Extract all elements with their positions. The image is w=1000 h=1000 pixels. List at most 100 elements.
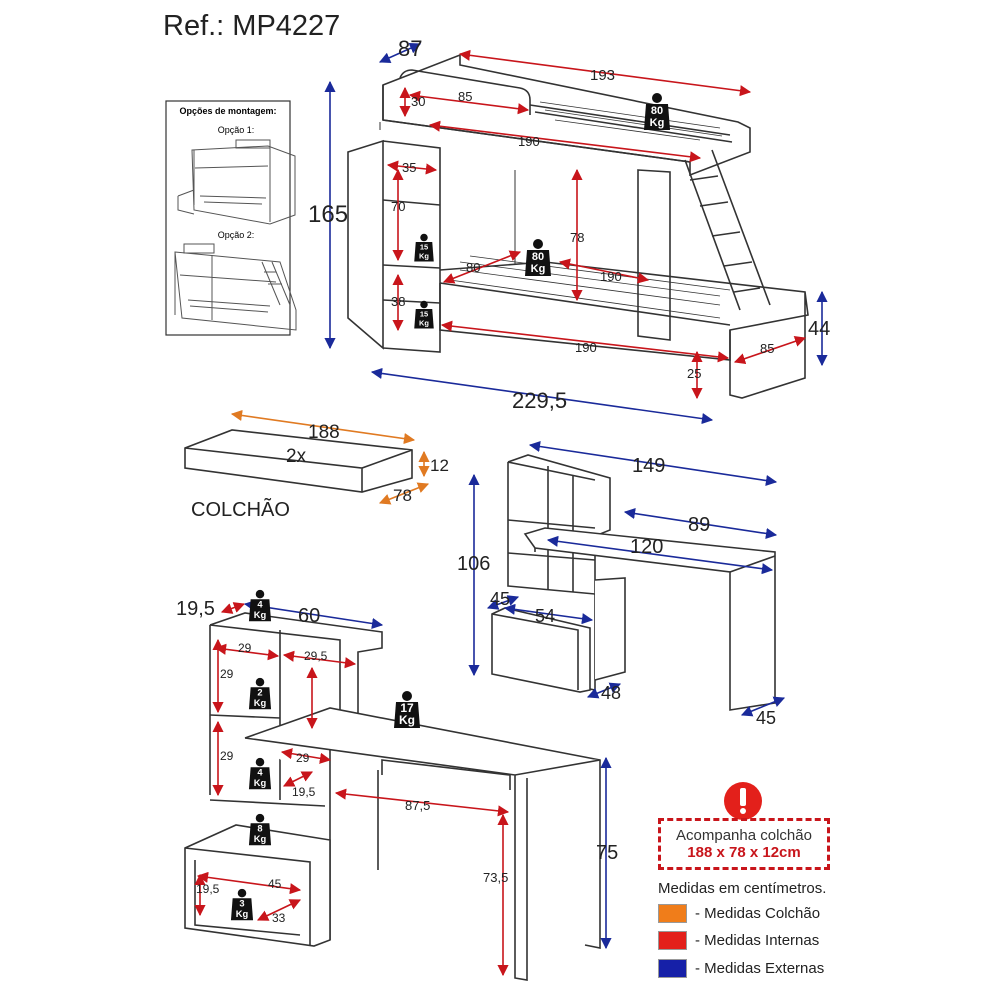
montage-title: Opções de montagem:: [179, 106, 276, 116]
bed-inner-80: 80: [466, 260, 480, 275]
option-1-thumbnail: [177, 139, 296, 225]
bed-inner-190-mid: 190: [600, 269, 622, 284]
legend-item-external: - Medidas Externas: [658, 959, 824, 978]
weight-icon: 17 Kg: [394, 691, 420, 728]
svg-text:80: 80: [532, 251, 544, 263]
bed-inner-78: 78: [570, 230, 584, 245]
desk-small-54: 54: [535, 606, 555, 626]
svg-text:8: 8: [257, 824, 262, 834]
desk-big-19-5: 19,5: [176, 598, 215, 620]
desk-small-106: 106: [457, 553, 490, 575]
desk-big-87-5: 87,5: [405, 798, 430, 813]
desk-small-dimensions: [468, 440, 786, 717]
desk-small-drawing: [491, 454, 776, 711]
weight-icon: 15 Kg: [414, 300, 434, 329]
svg-text:15: 15: [420, 310, 428, 319]
svg-text:Kg: Kg: [650, 117, 665, 129]
desk-small-dimension-labels: 149 89 120 106 45 54 48 45: [457, 455, 776, 728]
desk-small-149: 149: [632, 455, 665, 477]
legend-swatch-blue: [658, 959, 687, 978]
svg-text:4: 4: [257, 768, 263, 778]
svg-text:4: 4: [257, 600, 263, 610]
weight-icon: 80 Kg: [644, 93, 670, 130]
mattress-length: 188: [308, 422, 340, 443]
cubby-29c: 29: [220, 749, 234, 763]
svg-text:Kg: Kg: [399, 713, 415, 727]
bed-depth-87: 87: [398, 36, 422, 61]
bed-dimension-labels: 87 193 30 85 190 165 35 70 38 78 80 190 …: [308, 36, 830, 413]
drawer-45: 45: [268, 877, 282, 891]
shelf-38: 38: [391, 294, 405, 309]
bed-dimensions: [324, 43, 828, 425]
bed-height-25: 25: [687, 366, 701, 381]
warning-icon: [724, 782, 762, 820]
weight-icon: 3 Kg: [230, 888, 254, 921]
svg-text:Kg: Kg: [254, 698, 267, 708]
mattress-included-text: Acompanha colchão: [676, 827, 812, 844]
shelf-70: 70: [391, 199, 405, 214]
cubby-29d: 29: [296, 751, 310, 765]
cubby-19-5b: 19,5: [292, 785, 316, 799]
montage-option-1: Opção 1:: [218, 125, 255, 135]
desk-small-120: 120: [630, 536, 663, 558]
desk-small-89: 89: [688, 514, 710, 536]
mattress-width: 78: [393, 486, 412, 505]
weight-icon: 80 Kg: [525, 239, 551, 276]
legend-label: - Medidas Externas: [695, 960, 825, 977]
mattress-drawing: [184, 429, 413, 493]
mattress-dimensions: [230, 409, 430, 505]
bed-inner-190-top: 190: [518, 134, 540, 149]
cubby-29a: 29: [238, 641, 252, 655]
desk-big-75: 75: [596, 842, 618, 864]
bed-base-190: 190: [575, 340, 597, 355]
bed-height-44: 44: [808, 318, 830, 340]
mattress-quantity: 2x: [286, 446, 307, 467]
desk-small-45a: 45: [490, 589, 510, 609]
legend-swatch-orange: [658, 904, 687, 923]
svg-text:Kg: Kg: [531, 263, 546, 275]
legend-item-internal: - Medidas Internas: [658, 931, 819, 950]
bed-depth-85: 85: [760, 341, 774, 356]
option-2-thumbnail: [174, 243, 297, 331]
shelf-35: 35: [402, 160, 416, 175]
weight-icon: 4 Kg: [248, 589, 272, 622]
mattress-height: 12: [430, 456, 449, 475]
desk-small-45b: 45: [756, 708, 776, 728]
svg-text:80: 80: [651, 105, 663, 117]
bed-rail-30: 30: [411, 94, 425, 109]
desk-big-73-5: 73,5: [483, 870, 508, 885]
legend-item-mattress: - Medidas Colchão: [658, 904, 820, 923]
svg-text:15: 15: [420, 243, 428, 252]
reference-code: Ref.: MP4227: [163, 10, 341, 42]
montage-panel: Opções de montagem: Opção 1: Opção 2:: [165, 100, 297, 336]
weight-icon: 15 Kg: [414, 233, 434, 262]
svg-text:Kg: Kg: [419, 252, 429, 261]
mattress-label: COLCHÃO: [191, 497, 290, 521]
svg-text:Kg: Kg: [419, 319, 429, 328]
drawer-19-5: 19,5: [196, 882, 220, 896]
weight-icon: 2 Kg: [248, 677, 272, 710]
desk-big-dimension-labels: 19,5 60 29 29,5 29 29 29 19,5 87,5 75 73…: [176, 598, 618, 925]
units-note: Medidas em centímetros.: [658, 880, 827, 897]
cubby-29-5: 29,5: [304, 649, 328, 663]
svg-text:Kg: Kg: [254, 834, 267, 844]
bed-total-229-5: 229,5: [512, 388, 567, 413]
montage-option-2: Opção 2:: [218, 230, 255, 240]
bed-length-193: 193: [590, 67, 615, 84]
svg-text:Kg: Kg: [236, 909, 249, 919]
svg-text:Kg: Kg: [254, 610, 267, 620]
bed-height-165: 165: [308, 201, 348, 228]
drawer-33: 33: [272, 911, 286, 925]
weight-icon: 4 Kg: [248, 757, 272, 790]
svg-text:3: 3: [239, 899, 244, 909]
svg-text:2: 2: [257, 688, 262, 698]
desk-big-60: 60: [298, 605, 320, 627]
legend-label: - Medidas Internas: [695, 932, 820, 949]
cubby-29b: 29: [220, 667, 234, 681]
svg-text:Kg: Kg: [254, 778, 267, 788]
weight-icon: 8 Kg: [248, 813, 272, 846]
legend-label: - Medidas Colchão: [695, 905, 821, 922]
svg-text:17: 17: [400, 701, 414, 715]
mattress-included-box: Acompanha colchão 188 x 78 x 12cm: [658, 818, 830, 870]
